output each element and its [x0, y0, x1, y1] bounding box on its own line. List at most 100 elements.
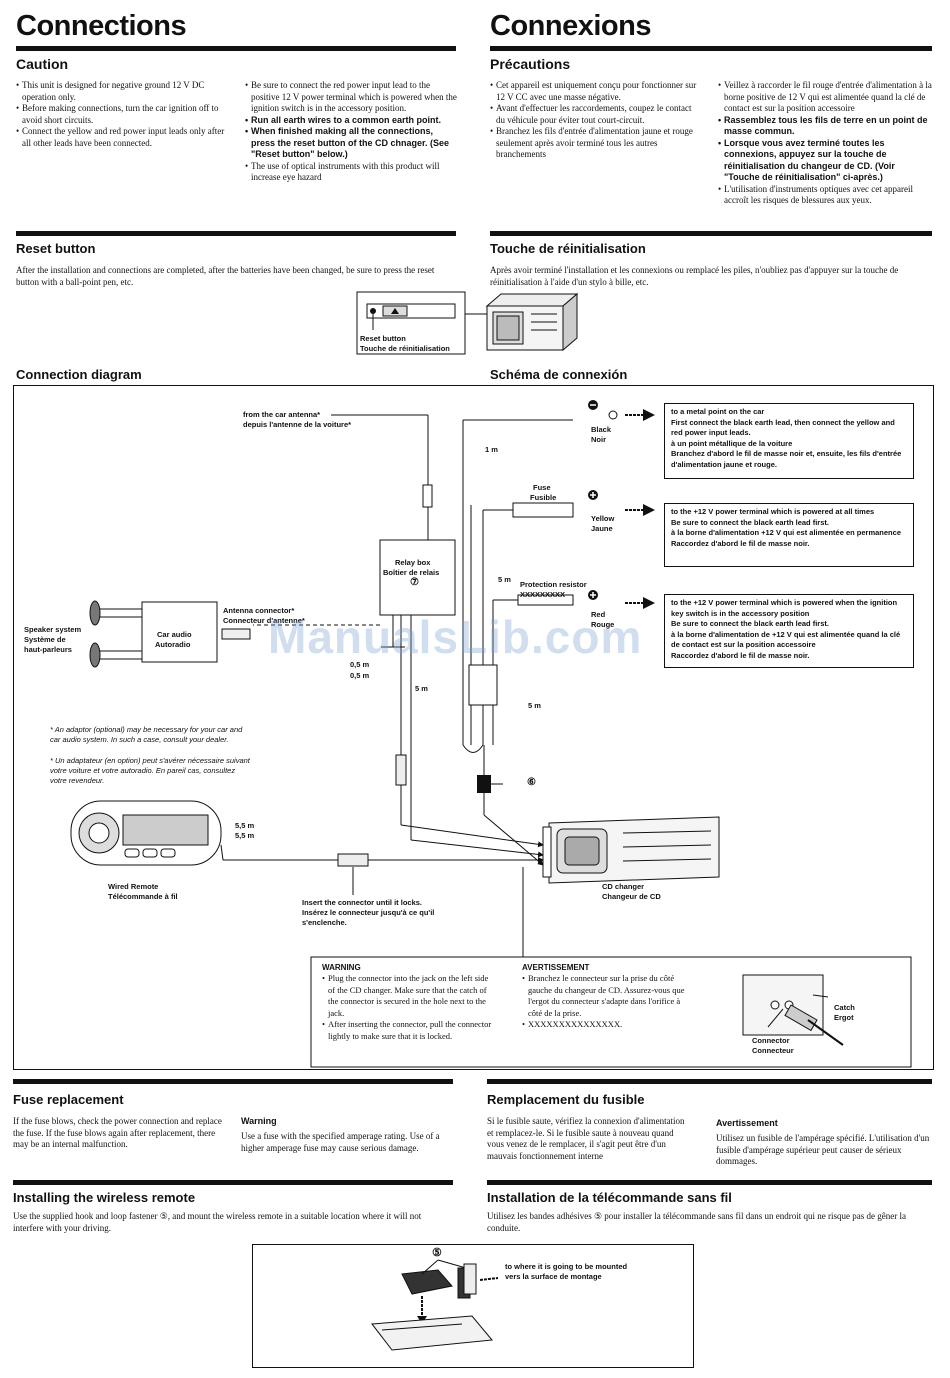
- caution-item: Be sure to connect the red power input l…: [245, 80, 459, 115]
- wireless-figure-frame: [252, 1244, 694, 1368]
- reset-text-fr: Après avoir terminé l'installation et le…: [490, 265, 899, 287]
- adaptor-note-fr: * Un adaptateur (en option) peut s'avére…: [50, 756, 250, 785]
- note-black-lead: to a metal point on the car First connec…: [664, 403, 914, 479]
- note-line: à la borne d'alimentation de +12 V qui e…: [671, 629, 901, 650]
- red-lead-label: Red: [591, 610, 606, 619]
- caution-heading-fr: Précautions: [490, 56, 571, 72]
- note-line: to the +12 V power terminal which is pow…: [671, 507, 875, 516]
- fuse-text-fr: Si le fusible saute, vérifiez la connexi…: [487, 1116, 685, 1161]
- warning-item: After inserting the connector, pull the …: [322, 1019, 492, 1042]
- antenna-connector-label: Antenna connector*: [223, 606, 295, 615]
- length-1m: 1 m: [485, 445, 498, 454]
- length-05m-b: 0,5 m: [350, 671, 370, 680]
- fuse-rule-fr: [487, 1079, 932, 1084]
- reset-figure-label-fr: Touche de réinitialisation: [360, 344, 450, 353]
- mount-surface-label-fr: vers la surface de montage: [505, 1272, 602, 1281]
- caution-item: Avant d'effectuer les raccordements, cou…: [490, 103, 698, 126]
- note-line: à la borne d'alimentation +12 V qui est …: [671, 528, 901, 537]
- cd-changer-label-fr: Changeur de CD: [602, 892, 661, 901]
- page-title-en: Connections: [16, 10, 187, 42]
- note-line: to a metal point on the car: [671, 407, 765, 416]
- fuse-warning-text-fr: Utilisez un fusible de l'ampérage spécif…: [716, 1133, 930, 1166]
- note-line: to the +12 V power terminal which is pow…: [671, 598, 898, 618]
- caution-item: Veillez à raccorder le fil rouge d'entré…: [718, 80, 932, 115]
- length-55m: 5,5 m: [235, 821, 255, 830]
- length-5m-a: 5 m: [498, 575, 511, 584]
- fuse-text-en: If the fuse blows, check the power conne…: [13, 1116, 222, 1149]
- car-audio-label-fr: Autoradio: [155, 640, 191, 649]
- reset-rule-fr: [490, 231, 932, 236]
- warning-title-en: WARNING: [322, 963, 361, 972]
- watermark: ManualsLib.com: [268, 611, 643, 663]
- caution-item: When finished making all the connections…: [245, 126, 459, 161]
- fuse-warning-title-fr: Avertissement: [716, 1118, 778, 1128]
- car-audio-label: Car audio: [157, 630, 192, 639]
- relay-box-label: Relay box: [395, 558, 431, 567]
- adaptor-note-en: * An adaptor (optional) may be necessary…: [50, 725, 243, 744]
- speaker-system-label-fr2: haut-parleurs: [24, 645, 72, 654]
- fuse-heading-en: Fuse replacement: [13, 1092, 124, 1107]
- wireless-text-en: Use the supplied hook and loop fastener …: [13, 1211, 422, 1233]
- page-title-fr: Connexions: [490, 10, 651, 42]
- reset-figure: [356, 291, 579, 355]
- fuse-label: Fuse: [533, 483, 551, 492]
- yellow-lead-label: Yellow: [591, 514, 615, 523]
- black-lead-label-fr: Noir: [591, 435, 606, 444]
- antenna-from-label: from the car antenna*: [243, 410, 321, 419]
- fuse-warning-text-en: Use a fuse with the specified amperage r…: [241, 1131, 440, 1153]
- speaker-system-label-fr: Système de: [24, 635, 66, 644]
- catch-label-fr: Ergot: [834, 1013, 854, 1022]
- caution-item: Rassemblez tous les fils de terre en un …: [718, 115, 932, 138]
- relay-box-number: ⑦: [410, 577, 419, 588]
- warning-en: WARNING Plug the connector into the jack…: [322, 963, 492, 1042]
- caution-item: The use of optical instruments with this…: [245, 161, 459, 184]
- note-line: Raccordez d'abord le fil de masse noir.: [671, 538, 810, 548]
- note-line: First connect the black earth lead, then…: [671, 417, 895, 438]
- caution-item: Lorsque vous avez terminé toutes les con…: [718, 138, 932, 184]
- length-55m-b: 5,5 m: [235, 831, 255, 840]
- caution-heading-en: Caution: [16, 56, 69, 72]
- reset-figure-label-en: Reset button: [360, 334, 406, 343]
- yellow-lead-label-fr: Jaune: [591, 524, 613, 533]
- reset-rule-en: [16, 231, 456, 236]
- caution-item: Run all earth wires to a common earth po…: [245, 115, 459, 127]
- caution-item: L'utilisation d'instruments optiques ave…: [718, 184, 932, 207]
- connector-number-6: ⑥: [527, 777, 536, 788]
- wireless-rule-en: [13, 1180, 453, 1185]
- antenna-connector-label-fr: Connecteur d'antenne*: [223, 616, 305, 625]
- length-5m-b: 5 m: [415, 684, 428, 693]
- warning-list-en: Plug the connector into the jack on the …: [322, 973, 492, 1042]
- note-line: Raccordez d'abord le fil de masse noir.: [671, 650, 810, 660]
- wired-remote-label: Wired Remote: [108, 882, 159, 891]
- connector-label: Connector: [752, 1036, 790, 1045]
- connector-label-fr: Connecteur: [752, 1046, 794, 1055]
- fuse-warning-title-en: Warning: [241, 1116, 277, 1126]
- caution-list-fr-1: Cet appareil est uniquement conçu pour f…: [490, 80, 698, 161]
- fuse-rule-en: [13, 1079, 453, 1084]
- wireless-rule-fr: [487, 1180, 932, 1185]
- red-lead-label-fr: Rouge: [591, 620, 615, 629]
- caution-item: Cet appareil est uniquement conçu pour f…: [490, 80, 698, 103]
- wireless-heading-fr: Installation de la télécommande sans fil: [487, 1190, 732, 1205]
- fuse-label-fr: Fusible: [530, 493, 557, 502]
- catch-label: Catch: [834, 1003, 855, 1012]
- protection-resistor-label-fr: XXXXXXXXX: [520, 590, 566, 599]
- reset-text-en: After the installation and connections a…: [16, 265, 435, 287]
- caution-item: Connect the yellow and red power input l…: [16, 126, 228, 149]
- caution-item: This unit is designed for negative groun…: [16, 80, 228, 103]
- relay-box-label-fr: Boîtier de relais: [383, 568, 440, 577]
- warning-list-fr: Branchez le connecteur sur la prise du c…: [522, 973, 692, 1031]
- note-line: à un point métallique de la voiture: [671, 438, 793, 448]
- warning-fr: AVERTISSEMENT Branchez le connecteur sur…: [522, 963, 692, 1031]
- antenna-from-label-fr: depuis l'antenne de la voiture*: [243, 420, 352, 429]
- caution-list-fr-2: Veillez à raccorder le fil rouge d'entré…: [718, 80, 932, 207]
- note-line: Be sure to connect the black earth lead …: [671, 517, 829, 527]
- wireless-text-fr: Utilisez les bandes adhésives ⑤ pour ins…: [487, 1211, 906, 1233]
- warning-item: Plug the connector into the jack on the …: [322, 973, 492, 1019]
- note-line: Be sure to connect the black earth lead …: [671, 619, 829, 628]
- warning-title-fr: AVERTISSEMENT: [522, 963, 590, 972]
- wired-remote-label-fr: Télécommande à fil: [108, 892, 178, 901]
- title-rule-fr: [490, 46, 932, 51]
- insert-connector-label-fr: Insérez le connecteur jusqu'à ce qu'il s…: [302, 908, 435, 927]
- note-line: Branchez d'abord le fil de masse noir et…: [671, 449, 902, 469]
